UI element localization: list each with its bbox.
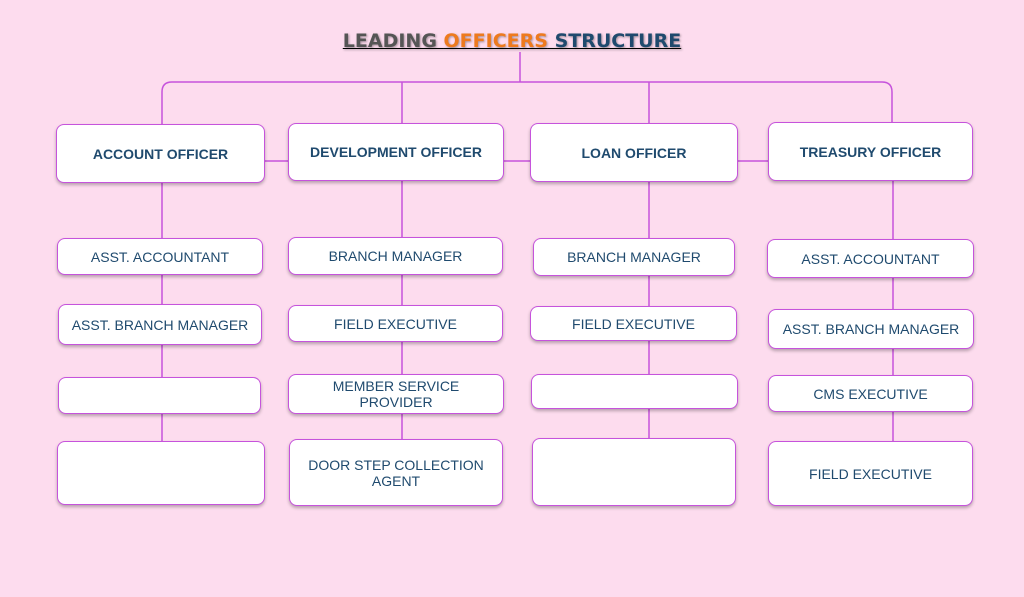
title-part-leading: LEADING (342, 30, 444, 52)
loan-officer-box: LOAN OFFICER (530, 123, 738, 182)
loan-item-2-box: FIELD EXECUTIVE (530, 306, 737, 341)
account-item-2-box: ASST. BRANCH MANAGER (58, 304, 262, 345)
development-item-4-box: DOOR STEP COLLECTION AGENT (289, 439, 503, 506)
treasury-item-3-box: CMS EXECUTIVE (768, 375, 973, 412)
development-item-2-box: FIELD EXECUTIVE (288, 305, 503, 342)
loan-item-4-box (532, 438, 736, 506)
development-officer-box: DEVELOPMENT OFFICER (288, 123, 504, 181)
development-item-3-box: MEMBER SERVICE PROVIDER (288, 374, 504, 414)
treasury-item-2-box: ASST. BRANCH MANAGER (768, 309, 974, 349)
loan-item-1-box: BRANCH MANAGER (533, 238, 735, 276)
account-item-1-box: ASST. ACCOUNTANT (57, 238, 263, 275)
chart-title: LEADING OFFICERS STRUCTURE (0, 30, 1024, 52)
treasury-item-4-box: FIELD EXECUTIVE (768, 441, 973, 506)
account-officer-box: ACCOUNT OFFICER (56, 124, 265, 183)
treasury-officer-box: TREASURY OFFICER (768, 122, 973, 181)
title-part-structure: STRUCTURE (547, 30, 682, 52)
treasury-item-1-box: ASST. ACCOUNTANT (767, 239, 974, 278)
account-item-3-box (58, 377, 261, 414)
account-item-4-box (57, 441, 265, 505)
title-part-officers: OFFICERS (443, 30, 548, 52)
loan-item-3-box (531, 374, 738, 409)
development-item-1-box: BRANCH MANAGER (288, 237, 503, 275)
top-bar (161, 81, 893, 124)
